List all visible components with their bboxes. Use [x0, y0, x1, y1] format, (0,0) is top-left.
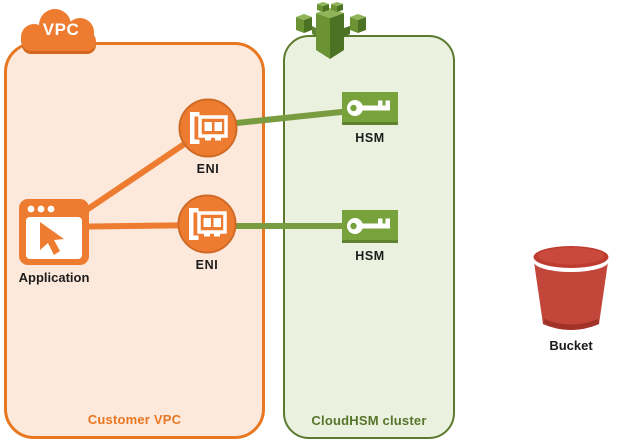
vpc-cloud-icon: VPC: [17, 8, 105, 56]
application-label: Application: [18, 270, 90, 285]
eni-label: ENI: [196, 162, 220, 176]
s3-bucket-icon: [533, 246, 609, 330]
hsm-key-icon: [342, 210, 398, 243]
vpc-cloud-label: VPC: [42, 20, 80, 39]
network-interface-card-icon: [177, 194, 237, 254]
hsm-key-icon: [342, 92, 398, 125]
cloudhsm-building-icon: [296, 2, 368, 60]
bucket-label: Bucket: [549, 338, 593, 353]
eni-label: ENI: [195, 258, 219, 272]
cursor-arrow-icon: [40, 222, 64, 255]
cloudhsm-cluster-container: CloudHSM cluster: [283, 35, 455, 439]
bucket-node: Bucket: [528, 240, 614, 353]
fortress-icon: [296, 2, 366, 59]
hsm-node-2: HSM: [342, 210, 398, 263]
cloud-icon: [21, 9, 96, 54]
hsm-label: HSM: [355, 249, 385, 263]
network-interface-card-icon: [178, 98, 238, 158]
hsm-node-1: HSM: [342, 92, 398, 145]
eni-node-2: ENI: [177, 194, 237, 272]
eni-node-1: ENI: [178, 98, 238, 176]
application-icon: [19, 199, 89, 265]
cloudhsm-cluster-label: CloudHSM cluster: [311, 413, 427, 428]
hsm-label: HSM: [355, 131, 385, 145]
application-node: Application: [18, 198, 90, 285]
customer-vpc-label: Customer VPC: [87, 412, 182, 427]
